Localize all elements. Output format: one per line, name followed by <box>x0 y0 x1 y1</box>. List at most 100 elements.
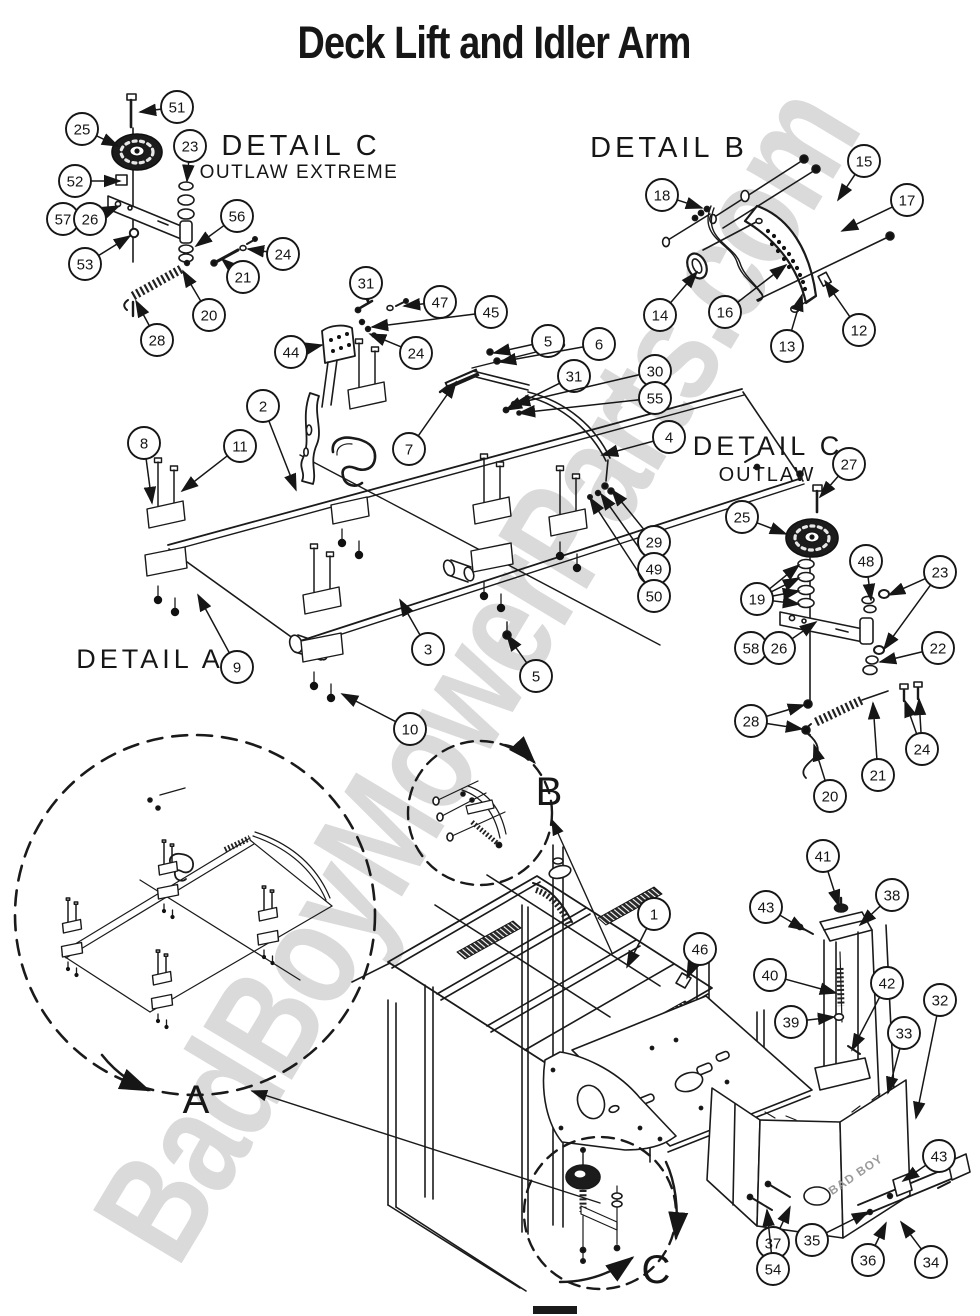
callout-number: 16 <box>717 305 734 322</box>
label-detail-c-extreme: DETAIL C <box>221 130 380 162</box>
callout-number: 38 <box>884 888 901 905</box>
callout-12: 12 <box>823 279 876 347</box>
label-outlaw-extreme: OUTLAW EXTREME <box>200 162 399 183</box>
callout-28: 28 <box>734 703 806 738</box>
callout-35: 35 <box>795 1211 870 1257</box>
callout-number: 35 <box>804 1233 821 1250</box>
callout-20: 20 <box>182 269 226 332</box>
callout-44: 44 <box>274 335 324 369</box>
callout-number: 44 <box>283 345 300 362</box>
callout-number: 5 <box>532 669 540 686</box>
callout-number: 17 <box>899 193 916 210</box>
callout-number: 33 <box>896 1026 913 1043</box>
callout-number: 47 <box>432 295 449 312</box>
hanger-assembly <box>470 453 514 613</box>
callout-number: 51 <box>169 100 186 117</box>
callout-45: 45 <box>370 295 508 332</box>
callout-number: 21 <box>870 768 887 785</box>
callout-number: 40 <box>762 968 779 985</box>
callout-9: 9 <box>197 593 254 684</box>
callout-43: 43 <box>901 1139 956 1183</box>
callout-number: 1 <box>650 907 658 924</box>
callout-number: 29 <box>646 535 663 552</box>
callout-34: 34 <box>899 1220 948 1279</box>
label-detail-b: DETAIL B <box>590 132 748 164</box>
callout-26: 26 <box>762 620 818 665</box>
callout-21: 21 <box>861 701 895 792</box>
callout-number: 12 <box>851 323 868 340</box>
callout-number: 6 <box>595 337 603 354</box>
height-lever-drawing <box>796 896 896 1119</box>
callout-number: 28 <box>149 333 166 350</box>
callout-number: 53 <box>77 257 94 274</box>
callout-1: 1 <box>626 897 671 969</box>
spring-icon <box>130 264 186 300</box>
callout-number: 26 <box>771 641 788 658</box>
callout-number: 30 <box>647 364 664 381</box>
callout-number: 14 <box>652 308 669 325</box>
callout-number: 50 <box>646 589 663 606</box>
callout-24: 24 <box>368 333 433 370</box>
callout-number: 28 <box>743 714 760 731</box>
label-detail-c-outlaw: DETAIL C <box>693 431 844 461</box>
callout-number: 20 <box>822 789 839 806</box>
callout-39: 39 <box>774 1005 836 1039</box>
callout-23: 23 <box>882 555 957 651</box>
callout-54: 54 <box>756 1208 790 1286</box>
detail-c-extreme-drawing <box>107 93 259 318</box>
callout-number: 4 <box>665 430 673 447</box>
callout-53: 53 <box>68 235 132 281</box>
callout-number: 5 <box>544 334 552 351</box>
callout-24: 24 <box>904 697 939 766</box>
callout-24: 24 <box>246 237 300 271</box>
view-letters: A B C <box>183 770 671 1292</box>
detail-c-outlaw-drawing <box>779 484 923 779</box>
callout-number: 54 <box>765 1262 782 1279</box>
callout-4: 4 <box>600 420 686 457</box>
label-detail-a: DETAIL A <box>76 644 224 674</box>
callout-40: 40 <box>753 958 838 995</box>
callout-number: 9 <box>233 660 241 677</box>
callout-27: 27 <box>818 447 866 499</box>
callout-number: 57 <box>55 212 72 229</box>
callout-number: 45 <box>483 305 500 322</box>
view-letter-a: A <box>183 1078 210 1122</box>
callout-number: 13 <box>779 339 796 356</box>
callout-number: 48 <box>858 554 875 571</box>
view-letter-c: C <box>642 1248 671 1292</box>
lift-lever-drawing <box>300 297 409 487</box>
callout-number: 2 <box>259 399 267 416</box>
callout-3: 3 <box>399 598 445 666</box>
callout-number: 21 <box>235 270 252 287</box>
callout-36: 36 <box>851 1221 887 1277</box>
hanger-assembly <box>144 457 188 617</box>
callout-number: 24 <box>914 742 931 759</box>
callout-20: 20 <box>812 743 847 813</box>
callout-28: 28 <box>135 299 174 357</box>
callout-number: 43 <box>758 900 775 917</box>
callout-number: 25 <box>734 510 751 527</box>
callout-21: 21 <box>220 257 260 294</box>
hanger-bolt-assemblies <box>60 338 588 1030</box>
callout-number: 56 <box>229 209 246 226</box>
callout-11: 11 <box>180 429 257 493</box>
callout-17: 17 <box>840 183 924 232</box>
hanger-assembly <box>156 839 180 920</box>
pivot-tube-icon <box>442 559 475 583</box>
view-letter-b: B <box>536 770 563 814</box>
callout-number: 15 <box>856 154 873 171</box>
callout-number: 26 <box>82 212 99 229</box>
callout-31: 31 <box>349 266 383 305</box>
callout-55: 55 <box>517 381 672 418</box>
callout-57: 57 <box>46 202 80 236</box>
callout-5: 5 <box>492 324 565 358</box>
callout-42: 42 <box>851 966 904 1052</box>
callout-15: 15 <box>837 144 881 202</box>
callout-number: 41 <box>815 849 832 866</box>
callout-56: 56 <box>194 199 254 248</box>
callout-19: 19 <box>740 563 801 616</box>
callout-22: 22 <box>878 631 955 665</box>
callout-52: 52 <box>58 164 122 198</box>
callout-2: 2 <box>246 389 297 492</box>
